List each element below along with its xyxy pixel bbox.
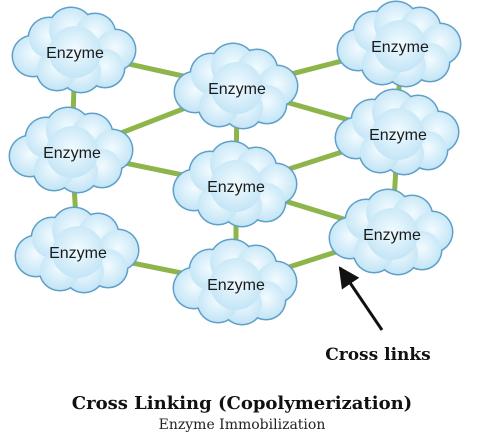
enzyme-node: Enzyme xyxy=(328,188,454,276)
enzyme-label: Enzyme xyxy=(207,179,265,196)
enzyme-node: Enzyme xyxy=(172,238,298,326)
enzyme-node: Enzyme xyxy=(172,140,298,228)
enzyme-label: Enzyme xyxy=(207,277,265,294)
cross-links-arrow xyxy=(338,266,384,331)
figure-caption-title: Cross Linking (Copolymerization) xyxy=(71,393,413,414)
enzyme-label: Enzyme xyxy=(208,81,266,98)
enzyme-node: Enzyme xyxy=(173,42,299,130)
enzyme-label: Enzyme xyxy=(49,245,107,262)
enzyme-node: Enzyme xyxy=(336,0,462,88)
enzyme-node: Enzyme xyxy=(334,88,460,176)
cross-links-label: Cross links xyxy=(325,345,431,365)
enzyme-node: Enzyme xyxy=(14,206,140,294)
figure-caption-subtitle: Enzyme Immobilization xyxy=(158,417,326,433)
enzyme-nodes: EnzymeEnzymeEnzymeEnzymeEnzymeEnzymeEnzy… xyxy=(8,0,462,326)
enzyme-label: Enzyme xyxy=(46,45,104,62)
enzyme-node: Enzyme xyxy=(8,106,134,194)
enzyme-label: Enzyme xyxy=(371,39,429,56)
enzyme-label: Enzyme xyxy=(43,145,101,162)
cross-linking-diagram: EnzymeEnzymeEnzymeEnzymeEnzymeEnzymeEnzy… xyxy=(8,0,462,365)
enzyme-label: Enzyme xyxy=(363,227,421,244)
enzyme-node: Enzyme xyxy=(11,6,137,94)
enzyme-label: Enzyme xyxy=(369,127,427,144)
